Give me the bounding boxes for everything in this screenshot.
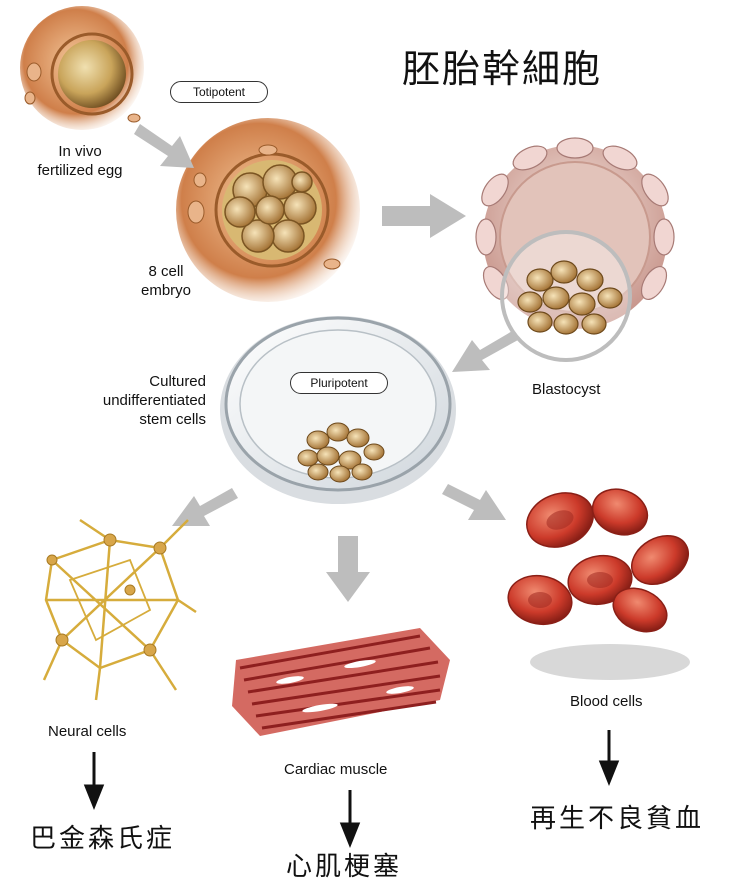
arrow-neural-to-disease: [86, 752, 102, 806]
label-cultured-stem-cells: Culturedundifferentiatedstem cells: [60, 372, 206, 429]
diagram-title: 胚胎幹細胞: [402, 38, 602, 93]
arrow-blastocyst-to-dish: [452, 330, 518, 372]
label-neural-cells: Neural cells: [48, 722, 178, 741]
blastocyst-illustration: [476, 138, 674, 360]
neural-cells-illustration: [44, 520, 196, 700]
arrow-cardiac-to-disease: [342, 790, 358, 844]
petri-dish-illustration: [220, 316, 456, 504]
arrow-dish-to-neural: [172, 488, 238, 526]
label-blastocyst: Blastocyst: [532, 380, 652, 399]
label-eight-cell-embryo: 8 cellembryo: [126, 262, 206, 300]
label-cardiac-muscle: Cardiac muscle: [284, 760, 434, 779]
disease-myocardial-infarction: 心肌梗塞: [286, 846, 402, 883]
disease-aplastic-anemia: 再生不良貧血: [530, 798, 704, 835]
arrow-blood-to-disease: [601, 730, 617, 782]
label-blood-cells: Blood cells: [570, 692, 690, 711]
totipotent-badge: Totipotent: [170, 81, 268, 103]
arrow-egg-to-embryo: [134, 124, 194, 168]
arrow-dish-to-blood: [442, 484, 506, 520]
disease-parkinson: 巴金森氏症: [30, 818, 175, 855]
cardiac-muscle-illustration: [232, 628, 450, 736]
arrow-embryo-to-blastocyst: [382, 194, 466, 238]
arrow-dish-to-cardiac: [326, 536, 370, 602]
fertilized-egg-illustration: [20, 6, 144, 130]
pluripotent-badge: Pluripotent: [290, 372, 388, 394]
label-fertilized-egg: In vivofertilized egg: [20, 142, 140, 180]
blood-cells-illustration: [504, 482, 697, 680]
